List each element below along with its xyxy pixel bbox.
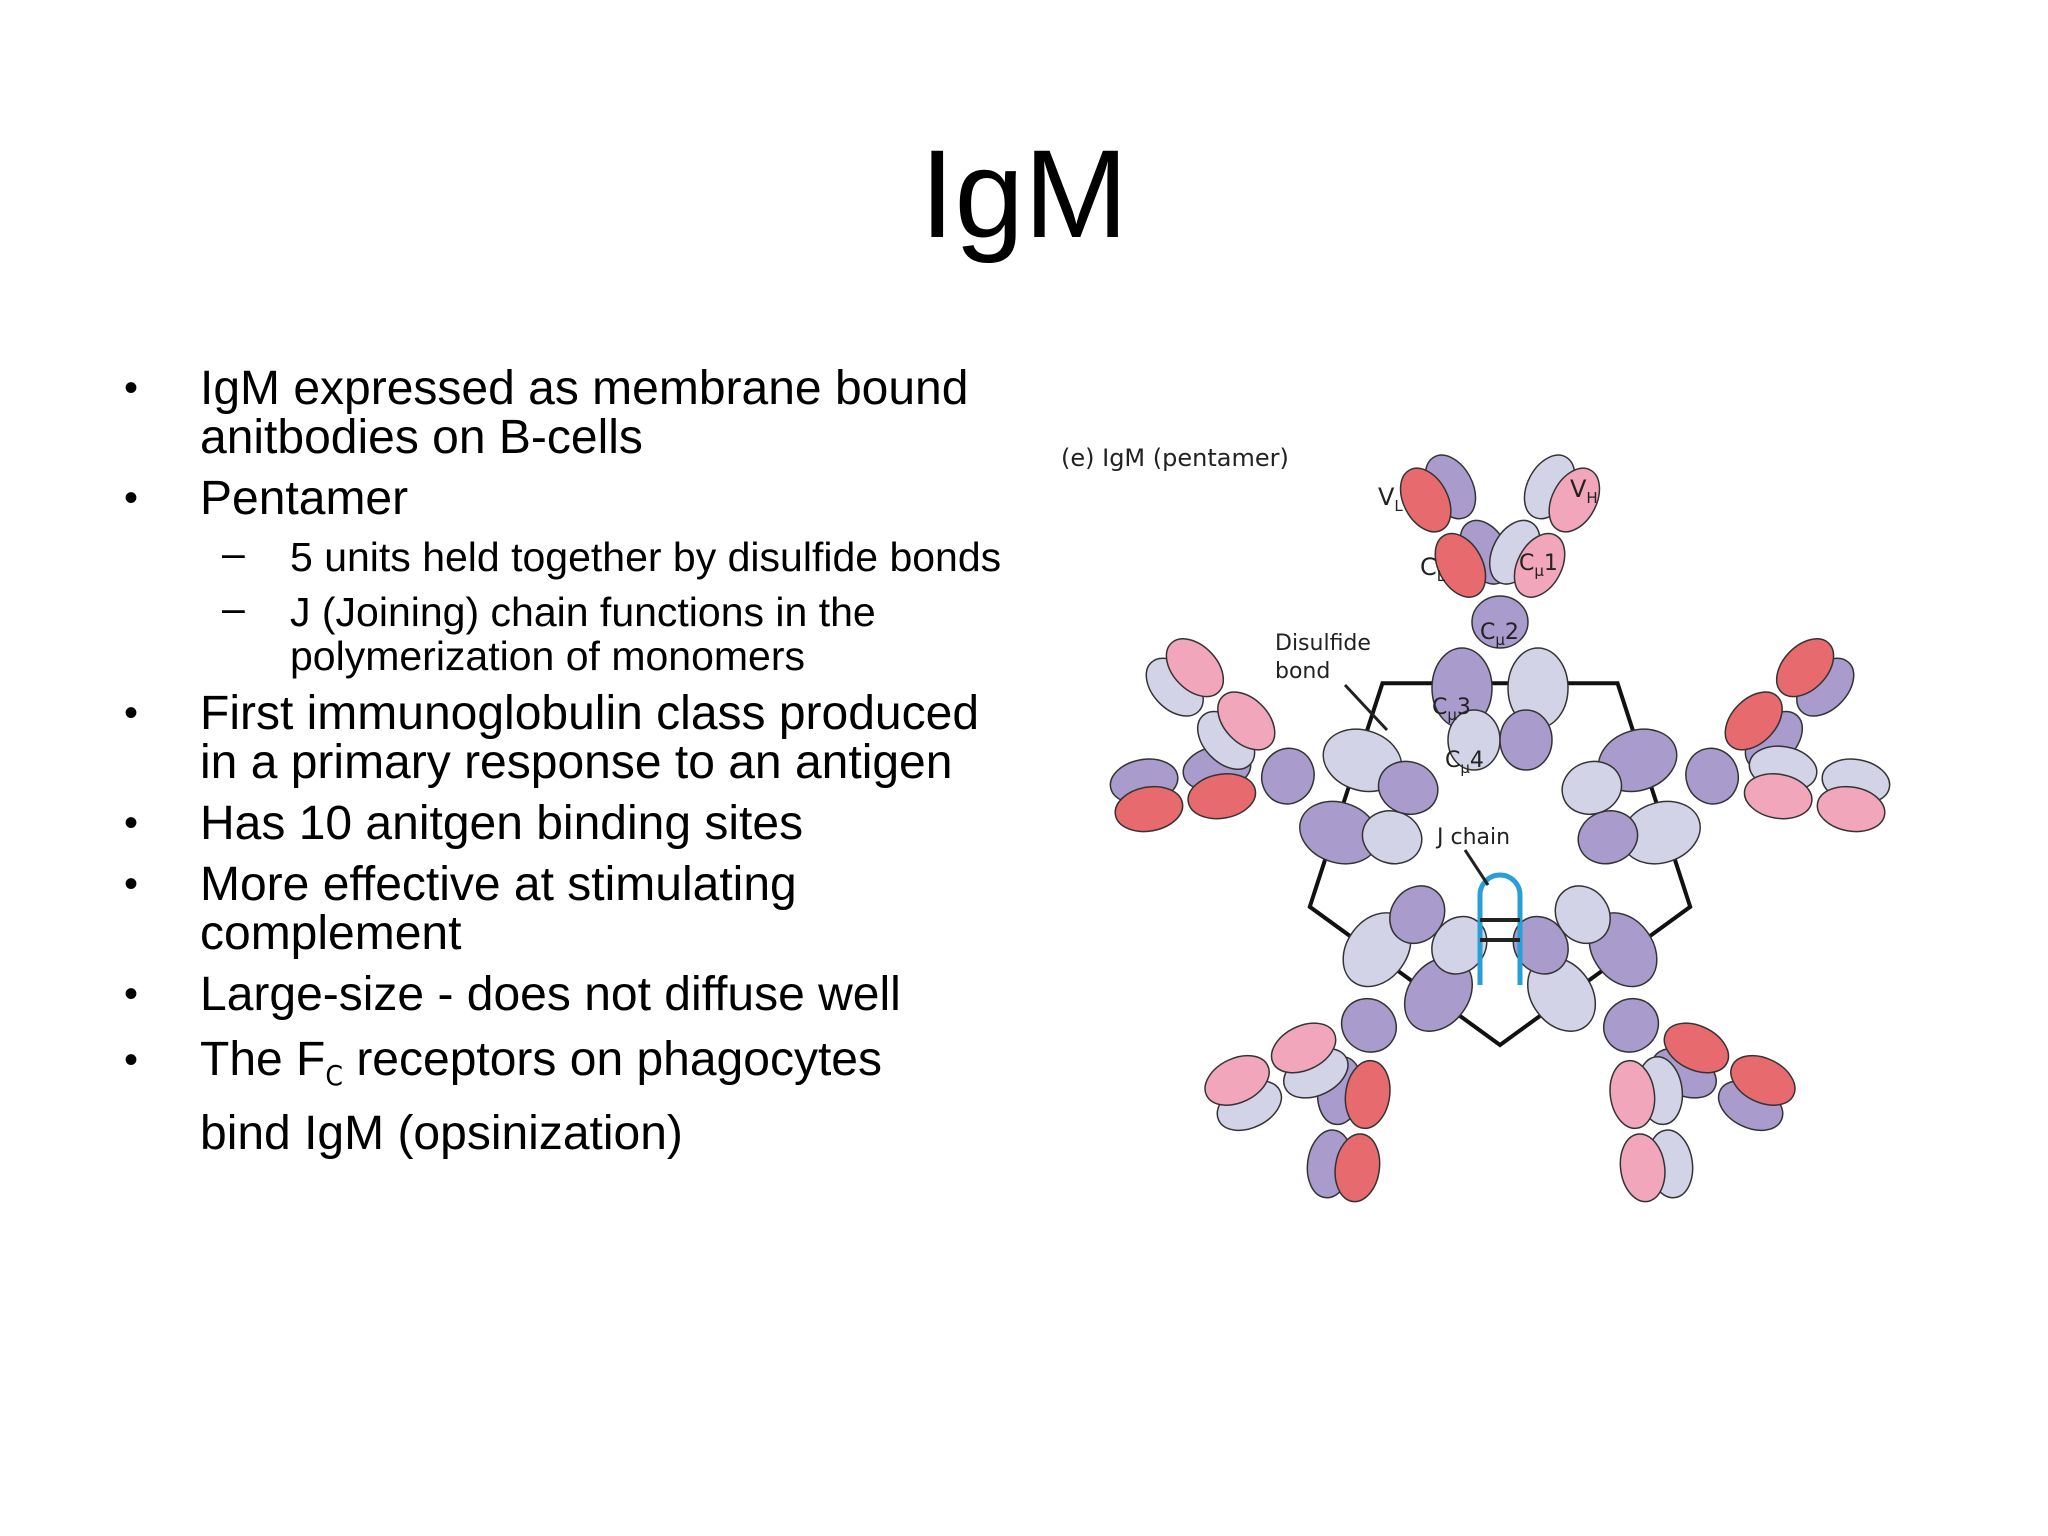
bullet-text: More effective at stimulating complement (200, 858, 797, 960)
vl-domain (1114, 785, 1184, 833)
bullet-item: • IgM expressed as membrane bound anitbo… (118, 364, 1018, 462)
cl-domain (1217, 691, 1276, 751)
j-chain-shape (1477, 872, 1523, 985)
cl-domain (1513, 532, 1566, 598)
cl-label: CL (1420, 553, 1446, 585)
cmu2-domain (1603, 997, 1660, 1053)
igm-monomer (1109, 638, 1439, 865)
bullet-text-fc: The F (200, 1033, 326, 1086)
sub-bullet-item: – 5 units held together by disulfide bon… (118, 531, 1018, 580)
igm-pentamer-diagram: (e) IgM (pentamer) Disulfide bond J chai… (1061, 444, 1891, 1203)
vl-domain (1816, 785, 1886, 833)
cmu4-domain (1389, 885, 1446, 945)
disulfide-pointer (1343, 683, 1389, 732)
disulfide-bond-lines (1307, 681, 1693, 1048)
bullet-item: • More effective at stimulating compleme… (118, 860, 1018, 958)
cmu4-domain (1499, 709, 1553, 771)
cmu4-domain (1377, 760, 1439, 815)
bullet-dot: • (124, 801, 139, 845)
bullet-dot: • (124, 691, 139, 735)
vl-domain (1165, 638, 1225, 698)
fab-arm (1306, 1056, 1391, 1203)
bullet-text: Large-size - does not diffuse well (200, 968, 901, 1021)
bullet-item: • First immunoglobulin class produced in… (118, 689, 1018, 787)
vl-domain (1334, 1133, 1381, 1203)
igm-monomer (1512, 885, 1796, 1203)
bullet-text: First immunoglobulin class produced in a… (200, 687, 980, 789)
fc-subscript: C (325, 1059, 343, 1092)
bullet-text: Pentamer (200, 472, 409, 525)
cmu2-label: Cμ2 (1480, 620, 1519, 649)
vl-domain (1399, 467, 1452, 533)
sub-bullet-item: – J (Joining) chain functions in the pol… (118, 586, 1018, 679)
vl-label: VL (1378, 483, 1403, 515)
vh-label: VH (1570, 475, 1598, 507)
sub-bullet-text: 5 units held together by disulfide bonds (290, 534, 1002, 580)
bullet-item: • Has 10 anitgen binding sites (118, 799, 1018, 848)
figure-caption: (e) IgM (pentamer) (1061, 444, 1289, 472)
sub-bullet-text: J (Joining) chain functions in the polym… (290, 589, 876, 679)
igm-monomer (1399, 454, 1601, 771)
bullet-dot: • (124, 972, 139, 1016)
bullet-text-fc-rest: receptors on phagocytes (342, 1033, 882, 1086)
bullet-item: • Pentamer (118, 474, 1018, 523)
vl-domain (1775, 638, 1835, 698)
fab-arm (1609, 1056, 1694, 1203)
cmu2-domain (1471, 595, 1529, 649)
bullet-list: • IgM expressed as membrane bound anitbo… (118, 364, 1018, 1175)
igm-monomer (1204, 885, 1488, 1203)
igm-pentamer-figure: (e) IgM (pentamer) Disulfide bond J chai… (1055, 430, 1955, 1300)
cmu2-domain (1260, 747, 1315, 805)
cmu4-label: Cμ4 (1445, 748, 1484, 777)
j-chain-pointer (1463, 849, 1490, 886)
fab-arm (1488, 454, 1601, 598)
bullet-item: • The FC receptors on phagocytes bind Ig… (118, 1031, 1018, 1163)
bullet-text: Has 10 anitgen binding sites (200, 797, 804, 850)
cl-domain (1344, 1059, 1391, 1130)
bullet-text: IgM expressed as membrane bound anitbodi… (200, 362, 969, 464)
igm-monomer (1561, 638, 1891, 865)
vl-domain (1204, 1054, 1270, 1106)
cmu2-domain (1685, 747, 1740, 805)
fab-arm (1204, 1022, 1349, 1132)
bullet-dot: • (124, 476, 139, 520)
cl-domain (1609, 1059, 1656, 1130)
bullet-text-line2: bind IgM (opsinization) (200, 1107, 683, 1160)
j-chain-label: J chain (1435, 825, 1510, 850)
sub-bullet-dash: – (222, 585, 245, 631)
cl-domain (1663, 1022, 1730, 1074)
fab-arm (1743, 745, 1891, 833)
fab-arm (1651, 1022, 1796, 1132)
disulfide-label: bond (1275, 659, 1330, 684)
j-chain (1477, 872, 1523, 985)
disulfide-label: Disulfide (1275, 631, 1371, 656)
cmu3-label: Cμ3 (1432, 695, 1471, 724)
monomer-units (1109, 454, 1891, 1203)
cl-domain (1270, 1022, 1337, 1074)
cl-domain (1724, 691, 1783, 751)
bullet-dot: • (124, 366, 139, 410)
cmu1-label: Cμ1 (1519, 551, 1558, 580)
cl-domain (1743, 773, 1813, 820)
fab-arm (1145, 638, 1276, 770)
bullet-dot: • (124, 1038, 139, 1082)
cl-domain (1434, 532, 1487, 598)
bullet-dot: • (124, 862, 139, 906)
cl-domain (1187, 773, 1257, 820)
slide-title: IgM (919, 125, 1129, 264)
cmu2-domain (1340, 997, 1397, 1053)
sub-bullet-dash: – (222, 530, 245, 576)
cmu4-domain (1577, 810, 1639, 865)
disulfide-pentagon (1307, 681, 1693, 1048)
vl-domain (1730, 1054, 1796, 1106)
vl-domain (1619, 1133, 1666, 1203)
vl-domain (1548, 467, 1601, 533)
bullet-item: • Large-size - does not diffuse well (118, 970, 1018, 1019)
